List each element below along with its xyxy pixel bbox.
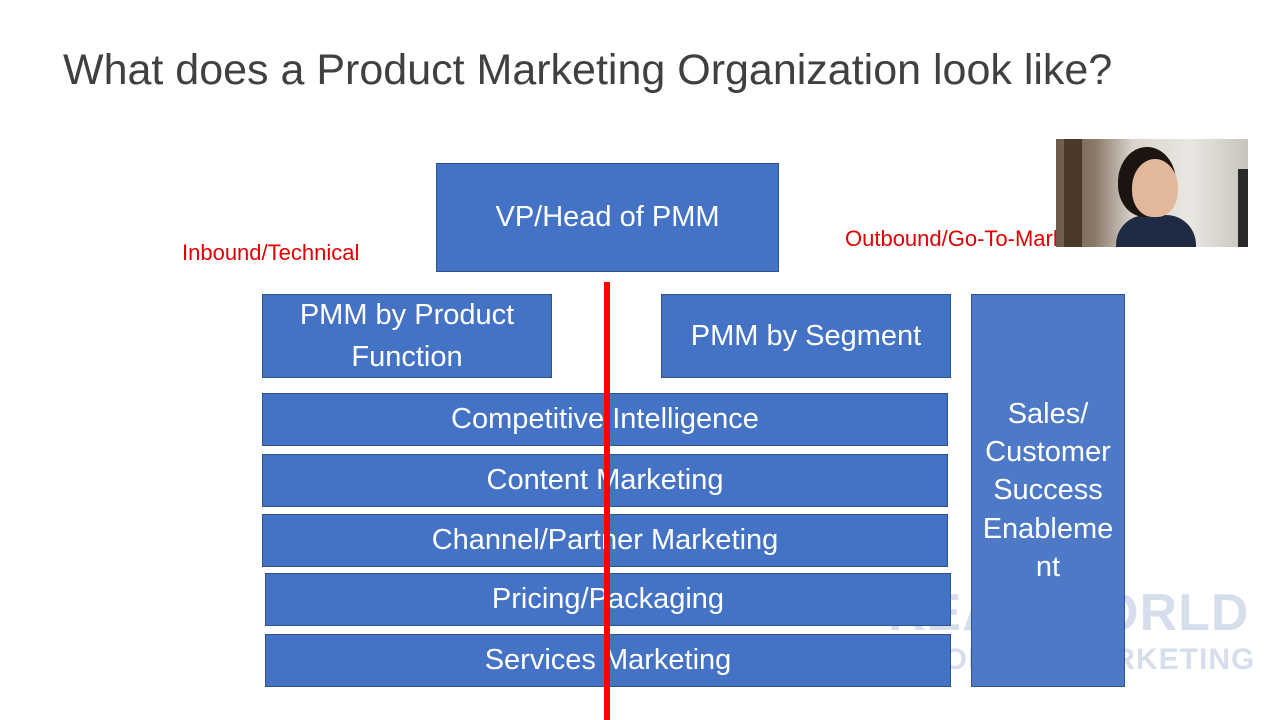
webcam-window xyxy=(1238,169,1248,247)
divider-line xyxy=(604,282,610,720)
box-pmm-by-product-function-line1: PMM by Product xyxy=(299,298,515,331)
box-pmm-by-product-function: PMM by Product Function xyxy=(262,294,552,378)
box-sales-enablement-line3: Success xyxy=(993,474,1103,507)
webcam-presenter-head xyxy=(1132,159,1178,217)
box-pmm-by-segment-label: PMM by Segment xyxy=(690,319,922,352)
label-inbound-technical: Inbound/Technical xyxy=(182,240,360,265)
box-sales-enablement-line4: Enableme xyxy=(982,512,1114,545)
box-sales-enablement-line5: nt xyxy=(1035,550,1061,583)
slide-title: What does a Product Marketing Organizati… xyxy=(63,46,1113,94)
box-sales-customer-success-enablement: Sales/ Customer Success Enableme nt xyxy=(971,294,1125,687)
box-sales-enablement-line1: Sales/ xyxy=(1007,397,1089,430)
webcam-video xyxy=(1056,139,1248,247)
box-vp-head-of-pmm-label: VP/Head of PMM xyxy=(495,201,720,234)
webcam-bookshelf xyxy=(1064,139,1082,247)
box-pmm-by-segment: PMM by Segment xyxy=(661,294,951,378)
box-pmm-by-product-function-line2: Function xyxy=(351,341,463,373)
box-vp-head-of-pmm: VP/Head of PMM xyxy=(436,163,779,272)
webcam-presenter-body xyxy=(1116,215,1196,247)
box-sales-enablement-line2: Customer xyxy=(985,436,1111,469)
label-outbound-go-to-market: Outbound/Go-To-Market xyxy=(845,226,1083,251)
